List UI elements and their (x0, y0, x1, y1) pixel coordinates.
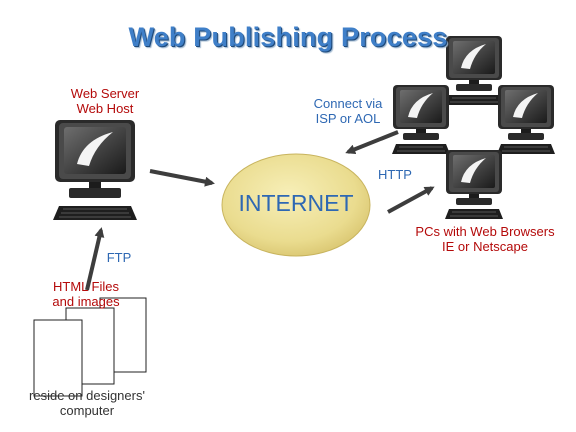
designers-label: reside on designers' computer (12, 388, 162, 418)
arrow-server-to-internet (149, 169, 215, 187)
designers-line1: reside on designers' (29, 388, 145, 403)
internet-ellipse (221, 153, 371, 257)
isp-label: Connect via ISP or AOL (300, 96, 396, 126)
browsers-line2: IE or Netscape (442, 239, 528, 254)
client-pc-left-icon (391, 84, 451, 155)
browsers-line1: PCs with Web Browsers (415, 224, 555, 239)
designers-line2: computer (59, 403, 115, 418)
arrow-ftp-upload (85, 227, 105, 291)
diagram-title: Web Publishing Process (128, 22, 448, 52)
html-files-line1: HTML Files (53, 279, 119, 294)
internet-label: INTERNET (238, 190, 354, 216)
web-server-line1: Web Server (70, 86, 140, 101)
arrow-internet-to-pcs (387, 186, 435, 214)
html-files-line2: and images (52, 294, 120, 309)
web-server-computer-icon (52, 119, 138, 221)
http-label: HTTP (378, 167, 412, 182)
isp-line1: Connect via (313, 96, 383, 111)
arrow-pcs-to-internet (345, 130, 399, 155)
ftp-label: FTP (106, 250, 132, 265)
html-files-label: HTML Files and images (38, 279, 134, 309)
client-pc-bottom-icon (444, 149, 504, 220)
web-server-label: Web Server Web Host (50, 86, 160, 116)
isp-line2: ISP or AOL (315, 111, 381, 126)
web-server-line2: Web Host (76, 101, 134, 116)
document-stack-icon (33, 297, 147, 397)
browsers-label: PCs with Web Browsers IE or Netscape (400, 224, 570, 254)
client-pc-right-icon (496, 84, 556, 155)
